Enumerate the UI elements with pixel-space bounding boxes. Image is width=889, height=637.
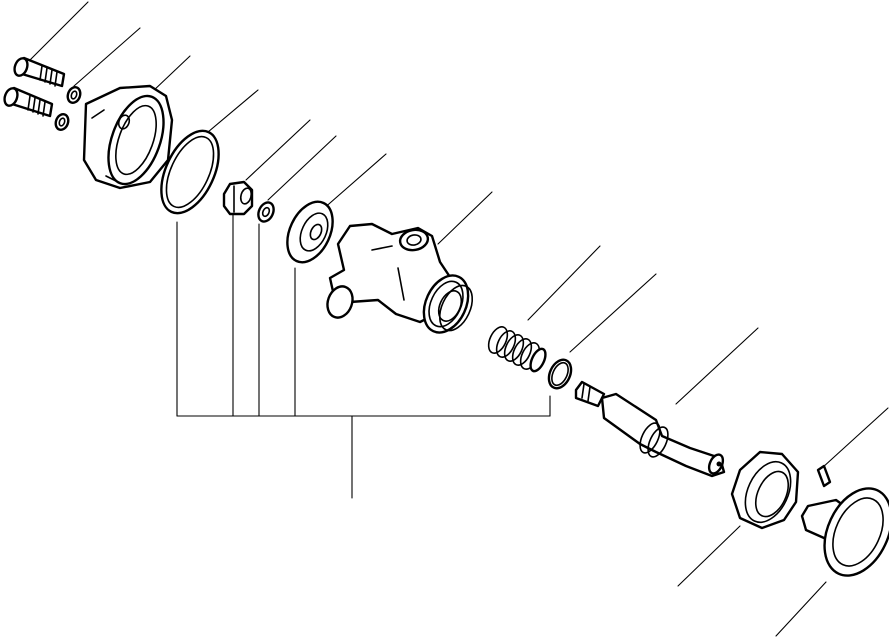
washer-upper [66, 86, 82, 104]
valve-body [326, 222, 474, 334]
bolt-upper [13, 56, 66, 88]
o-ring-large [160, 129, 220, 215]
knob [800, 487, 889, 577]
valve-stem [574, 380, 726, 478]
small-washer [257, 201, 275, 223]
retainer-ring [730, 450, 800, 530]
pin [816, 464, 832, 488]
kit-bracket [176, 211, 551, 499]
bolt-lower [3, 86, 54, 118]
valve-cover-flange [82, 84, 174, 190]
washer-lower [54, 113, 70, 131]
valve-seat-nut [222, 180, 254, 216]
valve-disc [286, 200, 334, 264]
o-ring-small [547, 358, 573, 390]
spring [487, 326, 547, 373]
leader-lines [29, 1, 889, 637]
